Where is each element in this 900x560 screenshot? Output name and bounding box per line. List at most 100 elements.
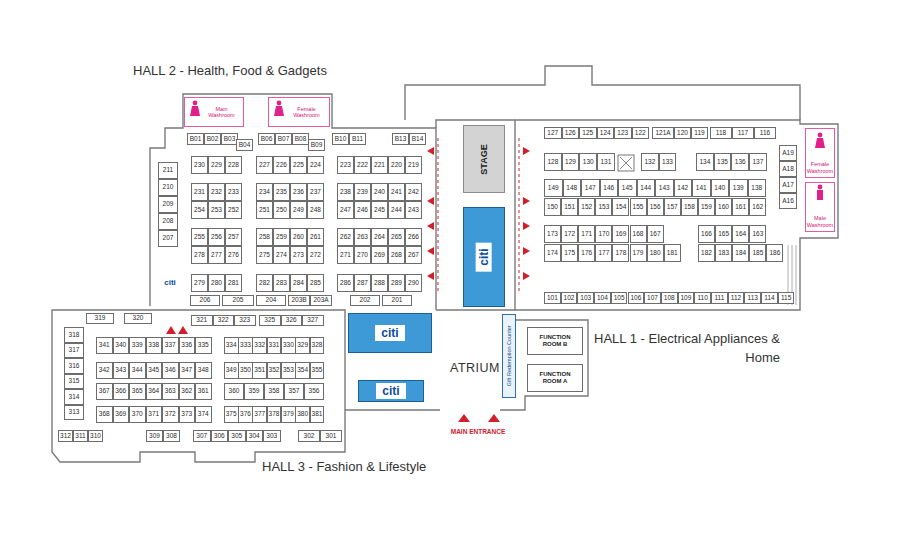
node-text: 112: [731, 295, 741, 302]
node-text: 145: [622, 185, 633, 192]
node-text: 307: [196, 433, 207, 440]
booth-box: 117: [732, 127, 754, 139]
node-text: 183: [718, 250, 729, 257]
booth-box: 327: [302, 315, 324, 326]
node-text: 335: [198, 342, 209, 349]
booth-box: 242: [405, 183, 422, 201]
booth-box: 305: [228, 430, 246, 442]
node-text: B13: [395, 136, 407, 143]
hall-wall: [515, 120, 838, 310]
booth-box: 203B: [288, 295, 310, 306]
booth-box: 320: [124, 313, 152, 324]
node-text: 209: [163, 201, 174, 208]
booth-box: 333: [238, 337, 253, 354]
booth-box: 250: [273, 201, 290, 219]
node-text: 237: [310, 189, 321, 196]
booth-box: 371: [146, 406, 163, 423]
node-text: 177: [598, 250, 609, 257]
booth-box: 359: [244, 383, 264, 400]
node-text: 173: [547, 231, 558, 238]
node-text: 371: [148, 411, 159, 418]
node-text: B07: [278, 136, 290, 143]
booth-box: 301: [320, 430, 342, 442]
booth-box: 223: [337, 156, 354, 174]
booth-box: 376: [238, 406, 253, 423]
booth-box: 347: [179, 362, 196, 379]
booth-box: 165: [715, 225, 732, 243]
booth-box: 115: [778, 292, 795, 304]
booth-box: 321: [191, 315, 213, 326]
node-text: 127: [547, 130, 558, 137]
booth-box: 121A: [652, 127, 674, 139]
label-text: ATRIUM: [450, 361, 500, 375]
booth-box: 308: [163, 430, 180, 442]
node-text: 337: [165, 342, 176, 349]
node-text: 230: [194, 162, 205, 169]
node-text: 278: [194, 252, 205, 259]
booth-box: B09: [308, 139, 325, 151]
washroom: Female Washroom: [805, 128, 835, 178]
booth-box: 282: [256, 274, 273, 292]
door-line: [438, 138, 439, 292]
node-text: 156: [650, 204, 661, 211]
booth-box: 319: [86, 313, 114, 324]
node-text: 175: [564, 250, 575, 257]
node-text: 121A: [655, 130, 670, 137]
entrance-arrow: [166, 326, 176, 334]
booth-box: 171: [578, 225, 595, 243]
booth-box: 237: [307, 183, 324, 201]
booth-box: 248: [307, 201, 324, 219]
booth-box: 230: [191, 156, 208, 174]
node-text: 325: [264, 317, 275, 324]
booth-box: 252: [225, 201, 242, 219]
booth-box: 172: [561, 225, 578, 243]
booth-box: 375: [224, 406, 239, 423]
booth-box: 226: [273, 156, 290, 174]
booth-box: 140: [711, 179, 730, 197]
booth-box: 119: [691, 127, 708, 139]
node-text: 361: [198, 388, 209, 395]
booth-box: 163: [749, 225, 766, 243]
node-text: FUNCTION ROOM B: [530, 334, 580, 348]
node-text: 305: [231, 433, 242, 440]
node-text: 288: [374, 280, 385, 287]
booth-box: 328: [310, 337, 325, 354]
node-text: 117: [738, 130, 748, 137]
booth-box: 354: [295, 362, 310, 379]
booth-box: 161: [732, 198, 749, 216]
node-text: 134: [699, 159, 710, 166]
node-text: 122: [635, 130, 646, 137]
node-text: 241: [391, 189, 402, 196]
booth-box: 229: [208, 156, 225, 174]
booth-box: 183: [715, 244, 732, 262]
node-text: 319: [95, 315, 106, 322]
label-text: MAIN ENTRANCE: [451, 428, 506, 435]
booth-box: 123: [614, 127, 632, 139]
node-text: 313: [69, 409, 80, 416]
node-text: 356: [309, 388, 320, 395]
node-text: 158: [684, 204, 695, 211]
booth-box: 271: [337, 246, 354, 264]
node-text: 124: [600, 130, 611, 137]
building-wall: [405, 66, 800, 120]
node-text: 381: [312, 411, 323, 418]
booth-box: 358: [264, 383, 284, 400]
booth-box: 268: [388, 246, 405, 264]
booth-box: 139: [729, 179, 748, 197]
node-text: 338: [148, 342, 159, 349]
washroom-icon: [817, 190, 823, 200]
booth-box: B08: [292, 133, 309, 145]
booth-box: 276: [225, 246, 242, 264]
entrance-arrow: [178, 326, 188, 334]
node-text: 343: [115, 367, 126, 374]
booth-box: 107: [644, 292, 661, 304]
booth-box: 315: [64, 374, 84, 390]
node-text: 146: [603, 185, 614, 192]
booth-box: 369: [113, 406, 130, 423]
node-text: 220: [391, 162, 402, 169]
booth-box: 346: [162, 362, 179, 379]
node-text: B03: [224, 136, 236, 143]
booth-box: 378: [267, 406, 282, 423]
node-text: 310: [90, 433, 101, 440]
booth-box: 244: [388, 201, 405, 219]
